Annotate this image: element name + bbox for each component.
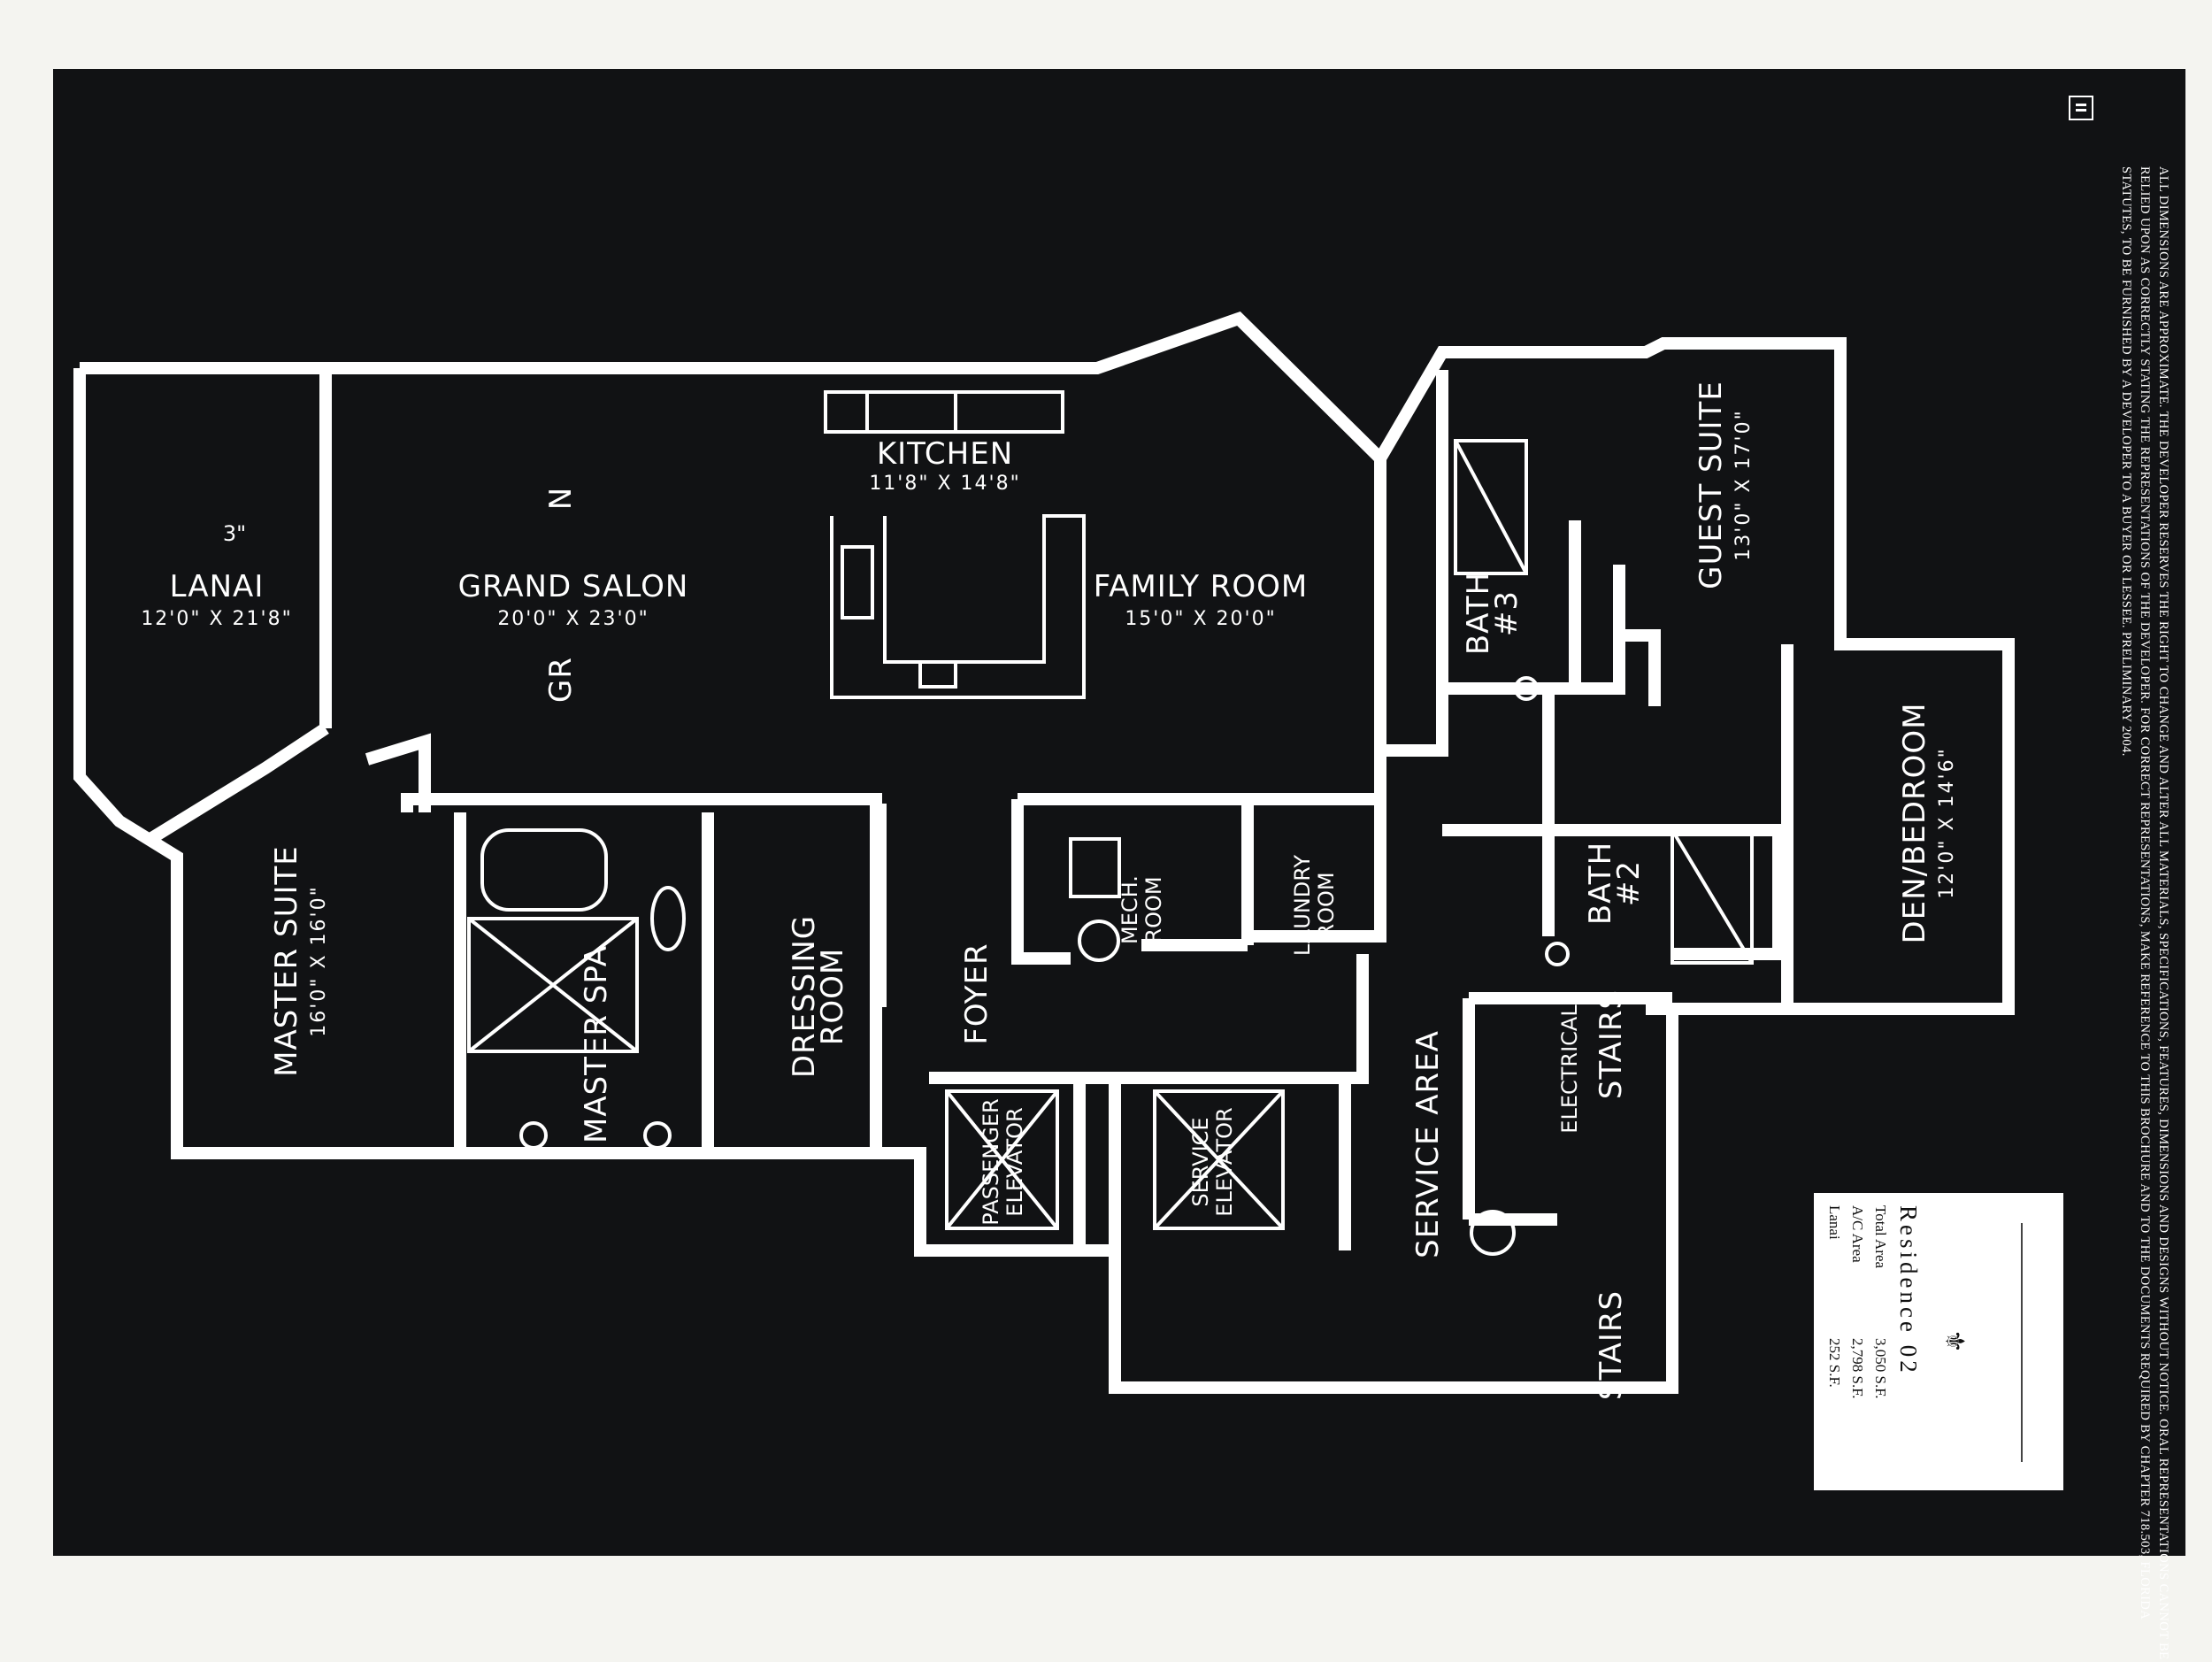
laundry-label-1: LAUNDRY — [1290, 855, 1315, 956]
stairs-bottom-label: STAIRS — [1594, 1290, 1629, 1400]
kitchen-cabinets — [824, 390, 1086, 699]
legend-rule — [2021, 1223, 2023, 1462]
guest-suite-label: GUEST SUITE — [1694, 381, 1729, 589]
foyer-label: FOYER — [959, 943, 995, 1044]
stairs-top-label: STAIRS — [1594, 989, 1629, 1099]
disclaimer-text: All dimensions are approximate. The deve… — [2119, 166, 2170, 1660]
outer-walls — [73, 311, 2015, 1394]
kitchen-label: KITCHEN — [877, 436, 1013, 472]
fleur-ornament-icon: ⚜ — [1939, 1329, 1969, 1353]
guest-suite-dims: 13'0" X 17'0" — [1732, 409, 1755, 560]
floor-plan-sheet: 3" LANAI 12'0" X 21'8" GRAND SALON 20'0"… — [53, 69, 2185, 1659]
service-elevator-label-1: SERVICE — [1188, 1117, 1213, 1206]
service-elevator-label-2: ELEVATOR — [1212, 1107, 1237, 1216]
bath3-label: BATH — [1461, 572, 1496, 655]
floor-plan: 3" LANAI 12'0" X 21'8" GRAND SALON 20'0"… — [73, 311, 2015, 1400]
grand-salon-label: GRAND SALON — [458, 569, 689, 604]
master-suite-label: MASTER SUITE — [269, 845, 304, 1077]
salon-fragment-bottom: GR — [543, 657, 579, 703]
equal-housing-icon — [2069, 96, 2093, 120]
bath3-number: #3 — [1489, 590, 1525, 636]
passenger-elevator-label-1: PASSENGER — [979, 1098, 1003, 1225]
legend-row-value: 3,050 S.F. — [1872, 1338, 1889, 1399]
kitchen-dims: 11'8" X 14'8" — [869, 473, 1020, 495]
bath-fixtures — [467, 439, 1754, 1256]
dressing-label-1: DRESSING — [787, 915, 822, 1078]
master-spa-label: MASTER SPA — [579, 945, 614, 1143]
lanai-dims: 12'0" X 21'8" — [141, 608, 292, 630]
family-room-label: FAMILY ROOM — [1094, 569, 1309, 604]
legend-row-value: 252 S.F. — [1826, 1338, 1843, 1388]
bath2-number: #2 — [1611, 860, 1647, 906]
den-dims: 12'0" X 14'6" — [1936, 747, 1958, 898]
legend-row: Lanai 252 S.F. — [1825, 1205, 1843, 1480]
elevators — [945, 1089, 1285, 1230]
legend-row-label: Lanai — [1826, 1205, 1843, 1240]
service-area-label: SERVICE AREA — [1410, 1030, 1446, 1258]
legend-row: A/C Area 2,798 S.F. — [1848, 1205, 1866, 1480]
bath2-label: BATH — [1583, 842, 1618, 925]
dressing-label-2: ROOM — [815, 948, 850, 1045]
mech-label-1: MECH. — [1118, 875, 1142, 944]
legend-row-label: A/C Area — [1849, 1205, 1866, 1263]
lanai-label: LANAI — [170, 569, 265, 604]
legend-row-value: 2,798 S.F. — [1849, 1338, 1866, 1399]
den-label: DEN/BEDROOM — [1897, 702, 1932, 943]
master-suite-dims: 16'0" X 16'0" — [308, 885, 330, 1036]
legend-content: ⚜ Residence 02 Total Area 3,050 S.F. A/C… — [1824, 1205, 2046, 1480]
salon-fragment-top: N — [543, 487, 579, 510]
room-labels: 3" LANAI 12'0" X 21'8" GRAND SALON 20'0"… — [141, 381, 1958, 1400]
lanai-partial-label: 3" — [223, 521, 246, 546]
family-room-dims: 15'0" X 20'0" — [1125, 608, 1276, 630]
laundry-label-2: ROOM — [1314, 872, 1339, 938]
residence-legend: ⚜ Residence 02 Total Area 3,050 S.F. A/C… — [1814, 1193, 2063, 1490]
legend-row-label: Total Area — [1872, 1205, 1889, 1269]
passenger-elevator-label-2: ELEVATOR — [1002, 1107, 1027, 1216]
electrical-label: ELECTRICAL — [1557, 1004, 1582, 1134]
legend-title: Residence 02 — [1895, 1205, 1922, 1376]
interior-walls — [147, 370, 1793, 1250]
grand-salon-dims: 20'0" X 23'0" — [497, 608, 649, 630]
legend-row: Total Area 3,050 S.F. — [1871, 1205, 1889, 1480]
mech-label-2: ROOM — [1141, 876, 1166, 943]
